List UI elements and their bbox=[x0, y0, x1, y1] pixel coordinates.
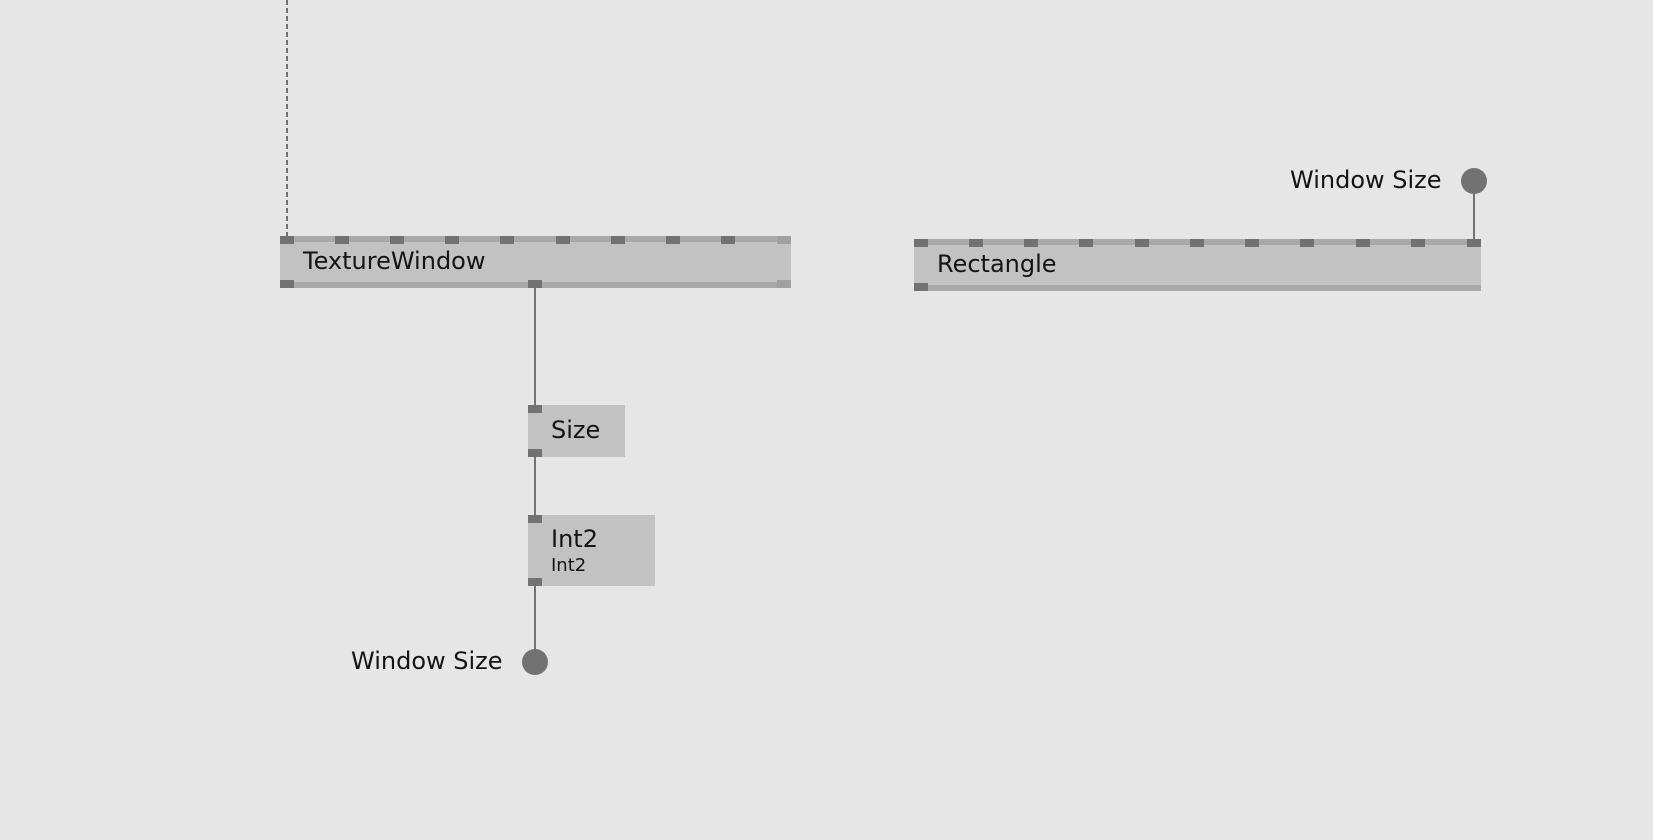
link-wire[interactable] bbox=[1473, 194, 1475, 239]
input-pin[interactable] bbox=[1135, 239, 1149, 247]
input-pin[interactable] bbox=[335, 236, 349, 244]
node-title: Rectangle bbox=[937, 250, 1057, 278]
input-pin[interactable] bbox=[1190, 239, 1204, 247]
input-pin[interactable] bbox=[528, 405, 542, 413]
link-wire[interactable] bbox=[534, 586, 536, 649]
input-pin[interactable] bbox=[611, 236, 625, 244]
output-pin[interactable] bbox=[777, 280, 791, 288]
input-pin[interactable] bbox=[1079, 239, 1093, 247]
output-pin[interactable] bbox=[528, 578, 542, 586]
input-pin[interactable] bbox=[666, 236, 680, 244]
window-size-iobox-label: Window Size bbox=[351, 647, 503, 675]
input-pin[interactable] bbox=[914, 239, 928, 247]
input-pin[interactable] bbox=[1411, 239, 1425, 247]
window-size-iobox-dot[interactable] bbox=[1461, 168, 1487, 194]
window-size-iobox-label: Window Size bbox=[1290, 166, 1442, 194]
input-pin[interactable] bbox=[390, 236, 404, 244]
input-pin[interactable] bbox=[1467, 239, 1481, 247]
input-pin[interactable] bbox=[1300, 239, 1314, 247]
input-pin[interactable] bbox=[280, 236, 294, 244]
input-pin[interactable] bbox=[556, 236, 570, 244]
input-pin[interactable] bbox=[721, 236, 735, 244]
input-pin[interactable] bbox=[1245, 239, 1259, 247]
input-pin[interactable] bbox=[445, 236, 459, 244]
input-pin[interactable] bbox=[969, 239, 983, 247]
output-pin[interactable] bbox=[528, 449, 542, 457]
size-node[interactable]: Size bbox=[528, 405, 625, 457]
output-pin[interactable] bbox=[914, 283, 928, 291]
input-pin[interactable] bbox=[1024, 239, 1038, 247]
link-wire[interactable] bbox=[534, 288, 536, 405]
input-pin[interactable] bbox=[777, 236, 791, 244]
window-size-iobox-dot[interactable] bbox=[522, 649, 548, 675]
output-pin[interactable] bbox=[280, 280, 294, 288]
texturewindow-node[interactable]: TextureWindow bbox=[280, 236, 791, 288]
node-title: Size bbox=[551, 416, 601, 444]
node-title: Int2 bbox=[551, 525, 598, 553]
input-pin[interactable] bbox=[528, 515, 542, 523]
int2-node[interactable]: Int2 Int2 bbox=[528, 515, 655, 586]
dashed-link-wire[interactable] bbox=[286, 0, 288, 236]
node-title: TextureWindow bbox=[303, 247, 486, 275]
input-pin[interactable] bbox=[1356, 239, 1370, 247]
output-pin[interactable] bbox=[528, 280, 542, 288]
node-subtitle: Int2 bbox=[551, 555, 587, 576]
input-pin[interactable] bbox=[500, 236, 514, 244]
link-wire[interactable] bbox=[534, 457, 536, 515]
